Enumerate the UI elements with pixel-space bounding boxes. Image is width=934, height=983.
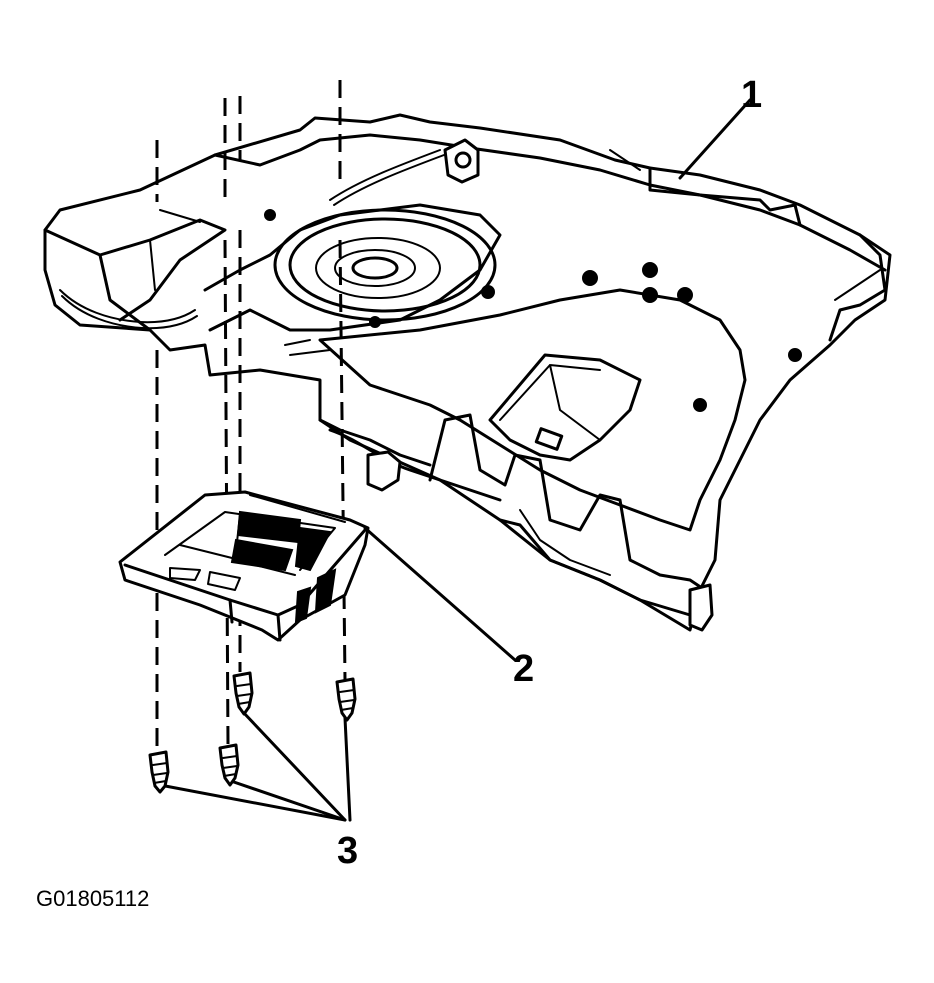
callout-number-3: 3 [337,830,359,872]
electronic-module [118,490,370,642]
callout-number-2: 2 [513,648,535,690]
figure-code: G01805112 [36,886,150,911]
leader-lines [158,98,752,822]
callout-number-1: 1 [741,74,763,116]
screw-2 [218,743,240,787]
screw-4 [335,677,357,722]
screw-3 [232,671,254,716]
speaker [273,208,497,322]
screw-1 [148,750,170,794]
rear-shelf-panel [43,113,892,632]
